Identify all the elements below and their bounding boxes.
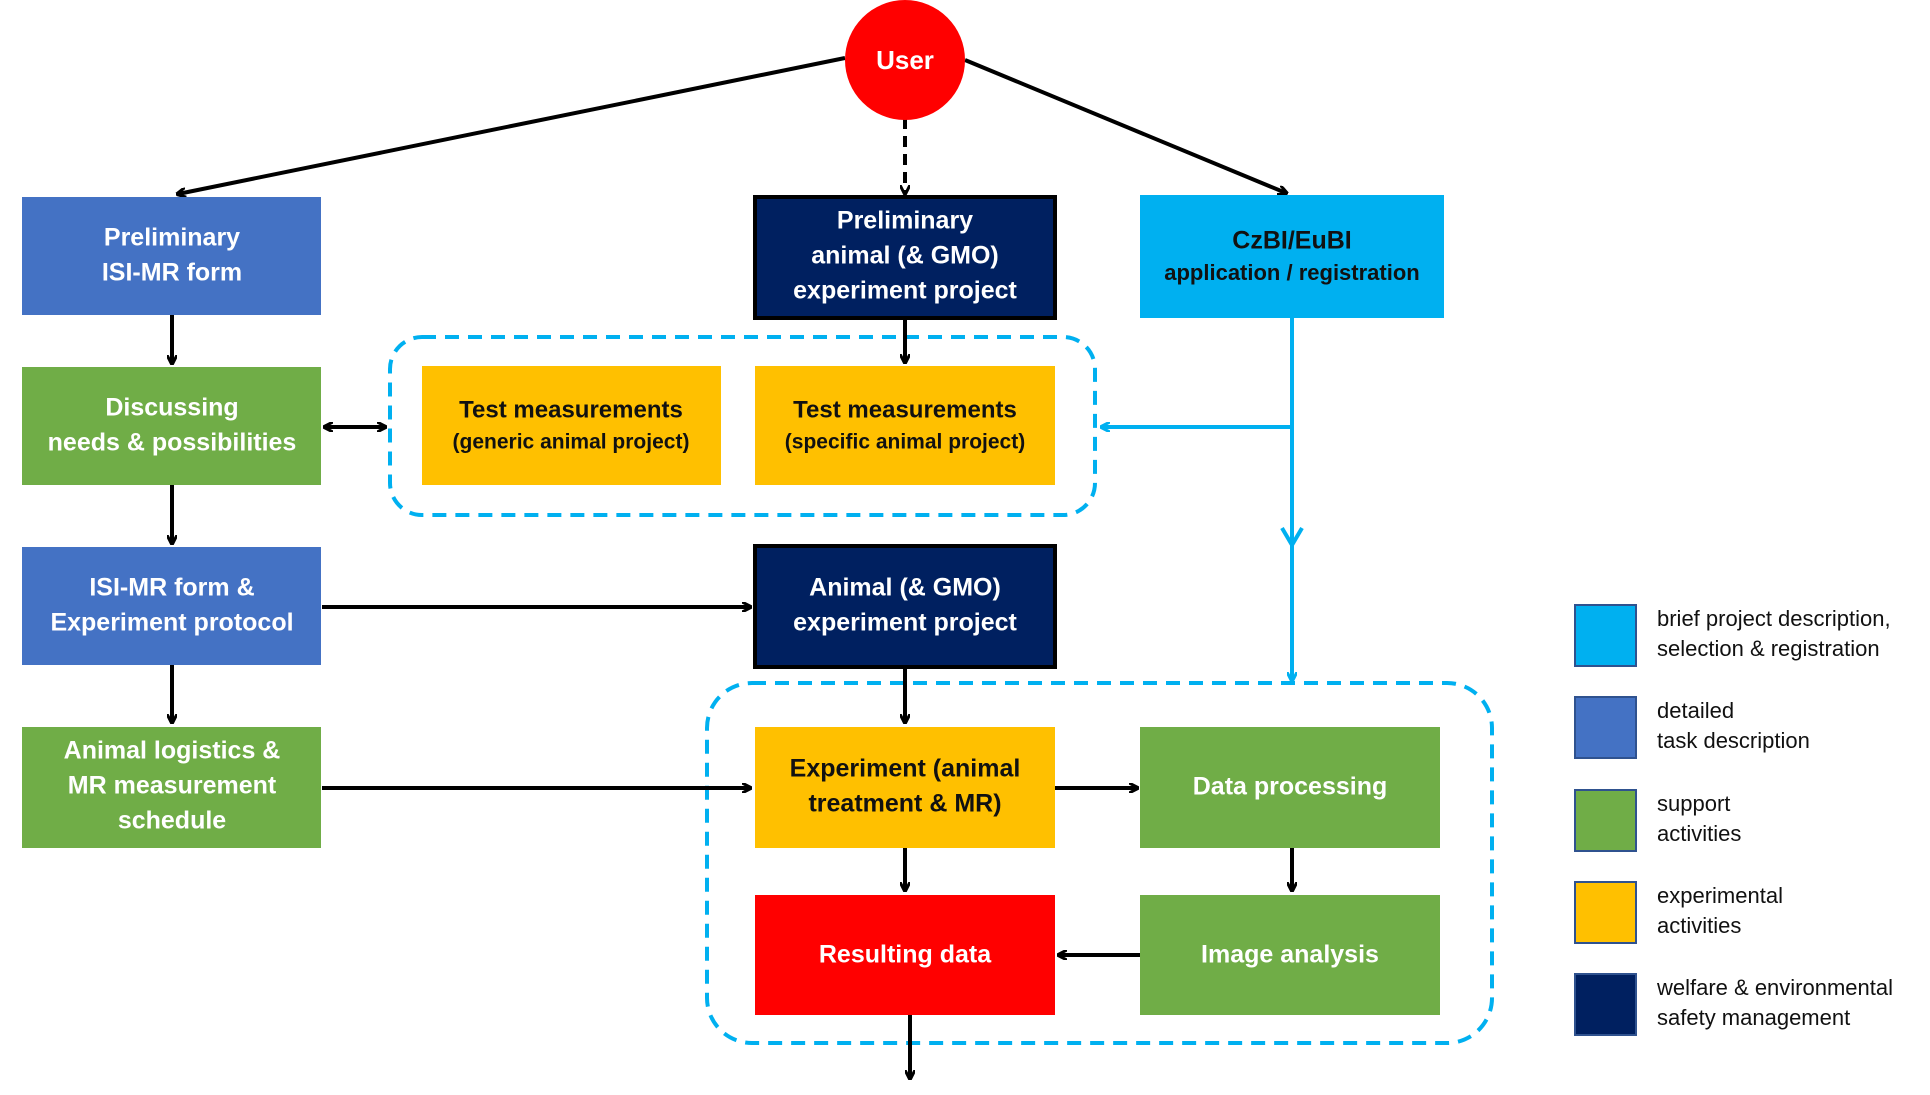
test-measurements-group bbox=[388, 335, 1097, 517]
legend-label-5a: welfare & environmental bbox=[1656, 975, 1893, 1000]
user-node bbox=[845, 0, 965, 120]
preliminary-animal-project-box bbox=[753, 195, 1057, 320]
preliminary-isi-mr-form-line1: Preliminary bbox=[104, 224, 240, 252]
discussing-box bbox=[22, 367, 321, 485]
legend-label-4a: experimental bbox=[1657, 883, 1783, 908]
discussing-line2: needs & possibilities bbox=[48, 429, 297, 457]
isi-mr-form-protocol-line1: ISI-MR form & bbox=[89, 574, 254, 602]
resulting-data-box bbox=[755, 895, 1055, 1015]
legend-swatch-navy bbox=[1574, 973, 1637, 1036]
test-specific-line2: (specific animal project) bbox=[785, 431, 1025, 454]
czbi-eubi-box bbox=[1140, 195, 1444, 318]
arrow-user-to-czbi bbox=[964, 58, 1286, 193]
animal-logistics-line2: MR measurement bbox=[68, 772, 277, 800]
image-analysis-line1: Image analysis bbox=[1201, 941, 1379, 969]
experiment-group bbox=[705, 681, 1494, 1045]
legend-label-3a: support bbox=[1657, 791, 1730, 816]
legend-label-3b: activities bbox=[1657, 821, 1741, 846]
test-generic-line1: Test measurements bbox=[459, 396, 683, 423]
image-analysis-box bbox=[1140, 895, 1440, 1015]
legend-swatch-light-blue bbox=[1574, 604, 1637, 667]
preliminary-isi-mr-form-line2: ISI-MR form bbox=[102, 259, 242, 287]
test-generic-line2: (generic animal project) bbox=[453, 431, 690, 454]
user-label: User bbox=[876, 45, 934, 75]
preliminary-animal-project-line2: animal (& GMO) bbox=[811, 242, 999, 270]
animal-project-line1: Animal (& GMO) bbox=[809, 574, 1001, 602]
legend-swatch-green bbox=[1574, 789, 1637, 852]
czbi-eubi-line1: CzBI/EuBI bbox=[1232, 227, 1351, 255]
legend-swatch-medium-blue bbox=[1574, 696, 1637, 759]
czbi-eubi-line2: application / registration bbox=[1164, 260, 1419, 285]
animal-logistics-line1: Animal logistics & bbox=[64, 737, 281, 765]
experiment-box bbox=[755, 727, 1055, 848]
legend-label-5b: safety management bbox=[1657, 1005, 1850, 1030]
discussing-line1: Discussing bbox=[105, 394, 238, 422]
preliminary-animal-project-line3: experiment project bbox=[793, 277, 1017, 305]
blue-midpoint-arrowhead bbox=[1280, 526, 1304, 549]
animal-logistics-box bbox=[22, 727, 321, 848]
experiment-line2: treatment & MR) bbox=[808, 790, 1001, 818]
experiment-line1: Experiment (animal bbox=[790, 755, 1021, 783]
preliminary-animal-project-line1: Preliminary bbox=[837, 207, 973, 235]
legend-label-2b: task description bbox=[1657, 728, 1810, 753]
data-processing-box bbox=[1140, 727, 1440, 848]
legend-swatch-yellow bbox=[1574, 881, 1637, 944]
test-generic-box bbox=[422, 366, 721, 485]
legend-label-2a: detailed bbox=[1657, 698, 1734, 723]
isi-mr-form-protocol-box bbox=[22, 547, 321, 665]
legend: brief project description, selection & r… bbox=[1574, 604, 1893, 1036]
arrow-user-to-preliminary-form bbox=[178, 56, 846, 194]
animal-logistics-line3: schedule bbox=[118, 807, 226, 835]
legend-label-4b: activities bbox=[1657, 913, 1741, 938]
test-specific-line1: Test measurements bbox=[793, 396, 1017, 423]
data-processing-line1: Data processing bbox=[1193, 773, 1388, 801]
animal-project-box bbox=[753, 544, 1057, 669]
resulting-data-line1: Resulting data bbox=[819, 941, 992, 969]
animal-project-line2: experiment project bbox=[793, 609, 1017, 637]
legend-label-1b: selection & registration bbox=[1657, 636, 1880, 661]
preliminary-isi-mr-form-box bbox=[22, 197, 321, 315]
isi-mr-form-protocol-line2: Experiment protocol bbox=[50, 609, 293, 637]
legend-label-1a: brief project description, bbox=[1657, 606, 1891, 631]
test-specific-box bbox=[755, 366, 1055, 485]
